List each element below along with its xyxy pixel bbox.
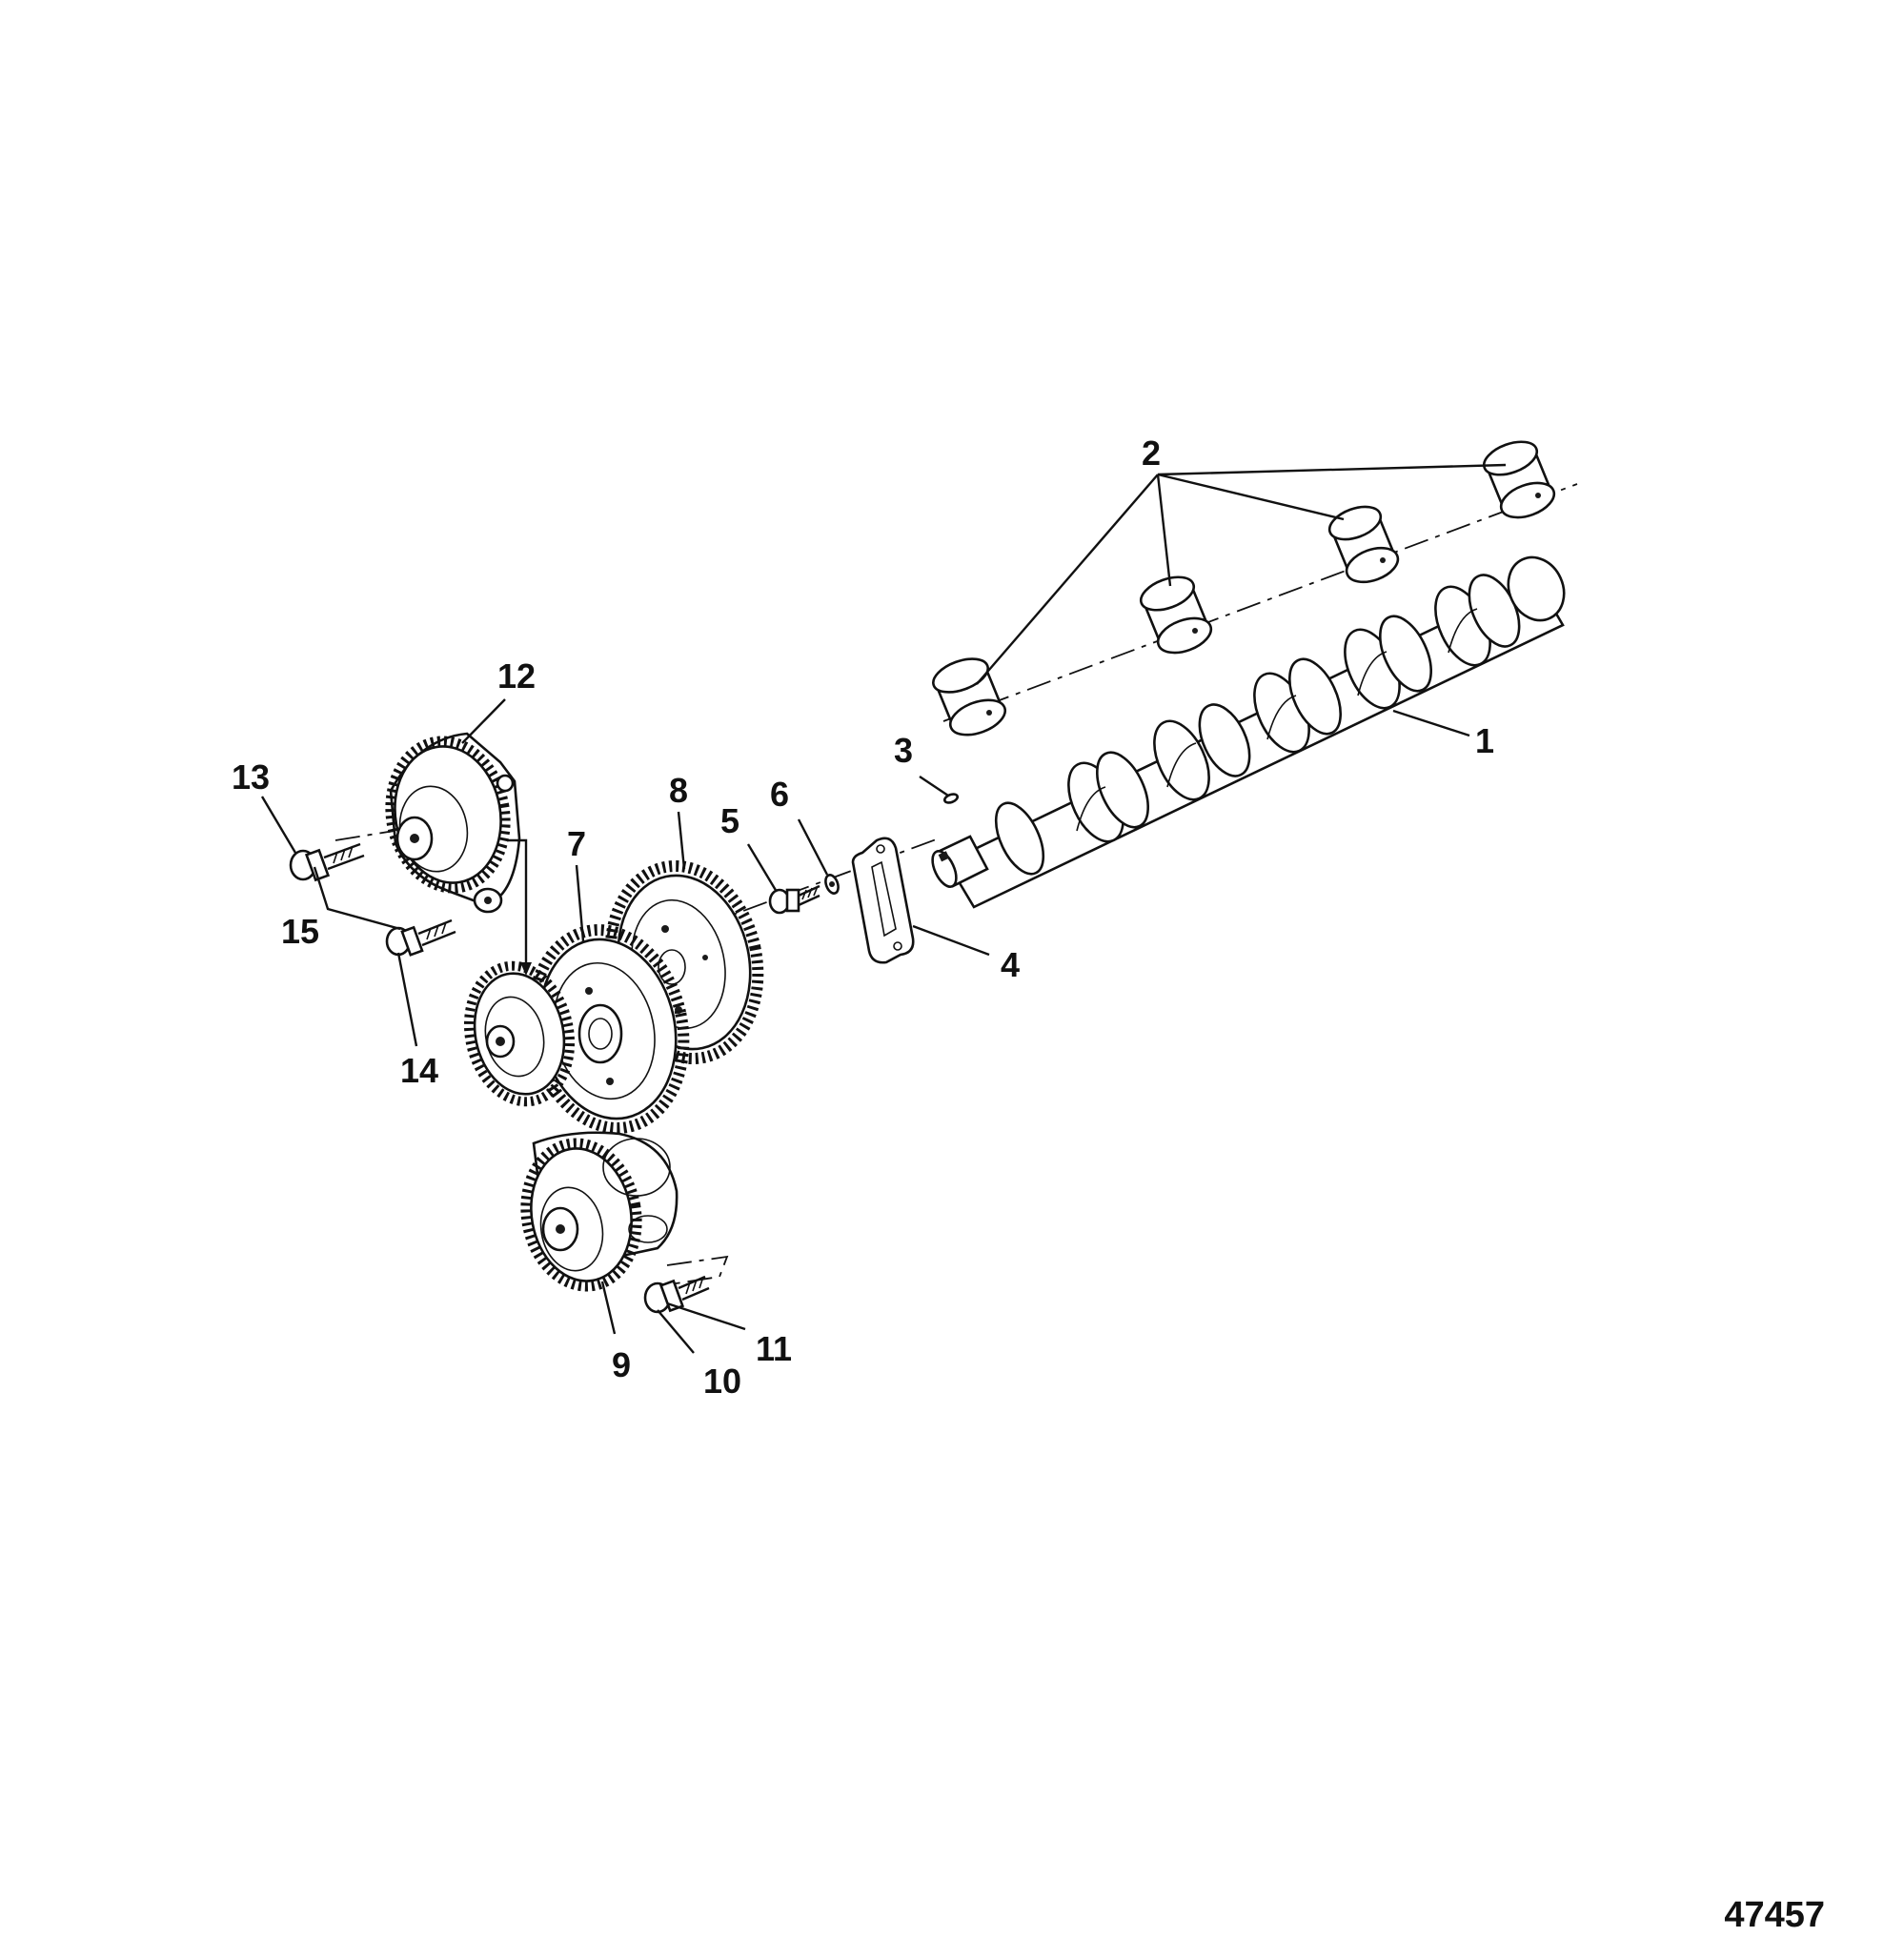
bearing-3 <box>1327 505 1400 584</box>
bolt-10 <box>643 1275 710 1314</box>
thrust-plate <box>851 837 915 964</box>
bearing-2 <box>1139 575 1213 655</box>
callout-10: 10 <box>703 1362 741 1401</box>
camshaft-bearings <box>932 440 1556 736</box>
leader-lines <box>260 463 1507 1354</box>
callout-3: 3 <box>894 731 913 770</box>
pump-assembly-9 <box>520 1131 679 1292</box>
callout-15: 15 <box>281 912 319 951</box>
callout-8: 8 <box>669 771 688 810</box>
bolt-14 <box>385 918 456 957</box>
pump-assembly-12 <box>385 732 521 914</box>
callout-4: 4 <box>1001 945 1020 984</box>
callout-12: 12 <box>497 656 536 696</box>
bearing-1 <box>932 657 1007 736</box>
callout-1: 1 <box>1475 721 1494 760</box>
callout-9: 9 <box>612 1345 631 1384</box>
camshaft <box>931 555 1566 909</box>
callout-2: 2 <box>1142 434 1161 473</box>
bolt-13 <box>289 842 365 882</box>
idler-gear <box>463 960 576 1107</box>
callout-labels: 1 2 3 4 5 6 7 8 9 10 11 12 13 14 15 <box>232 434 1494 1401</box>
callout-14: 14 <box>400 1051 438 1090</box>
callout-11: 11 <box>756 1329 792 1368</box>
callout-7: 7 <box>567 824 586 863</box>
gear-7 <box>526 924 690 1134</box>
callout-6: 6 <box>770 775 789 814</box>
callout-13: 13 <box>232 757 270 797</box>
woodruff-key <box>942 793 960 804</box>
bolt-5 <box>768 884 820 915</box>
figure-number: 47457 <box>1724 1895 1825 1935</box>
callout-5: 5 <box>720 801 739 840</box>
bearing-4 <box>1482 440 1556 519</box>
washer-6 <box>824 874 840 895</box>
